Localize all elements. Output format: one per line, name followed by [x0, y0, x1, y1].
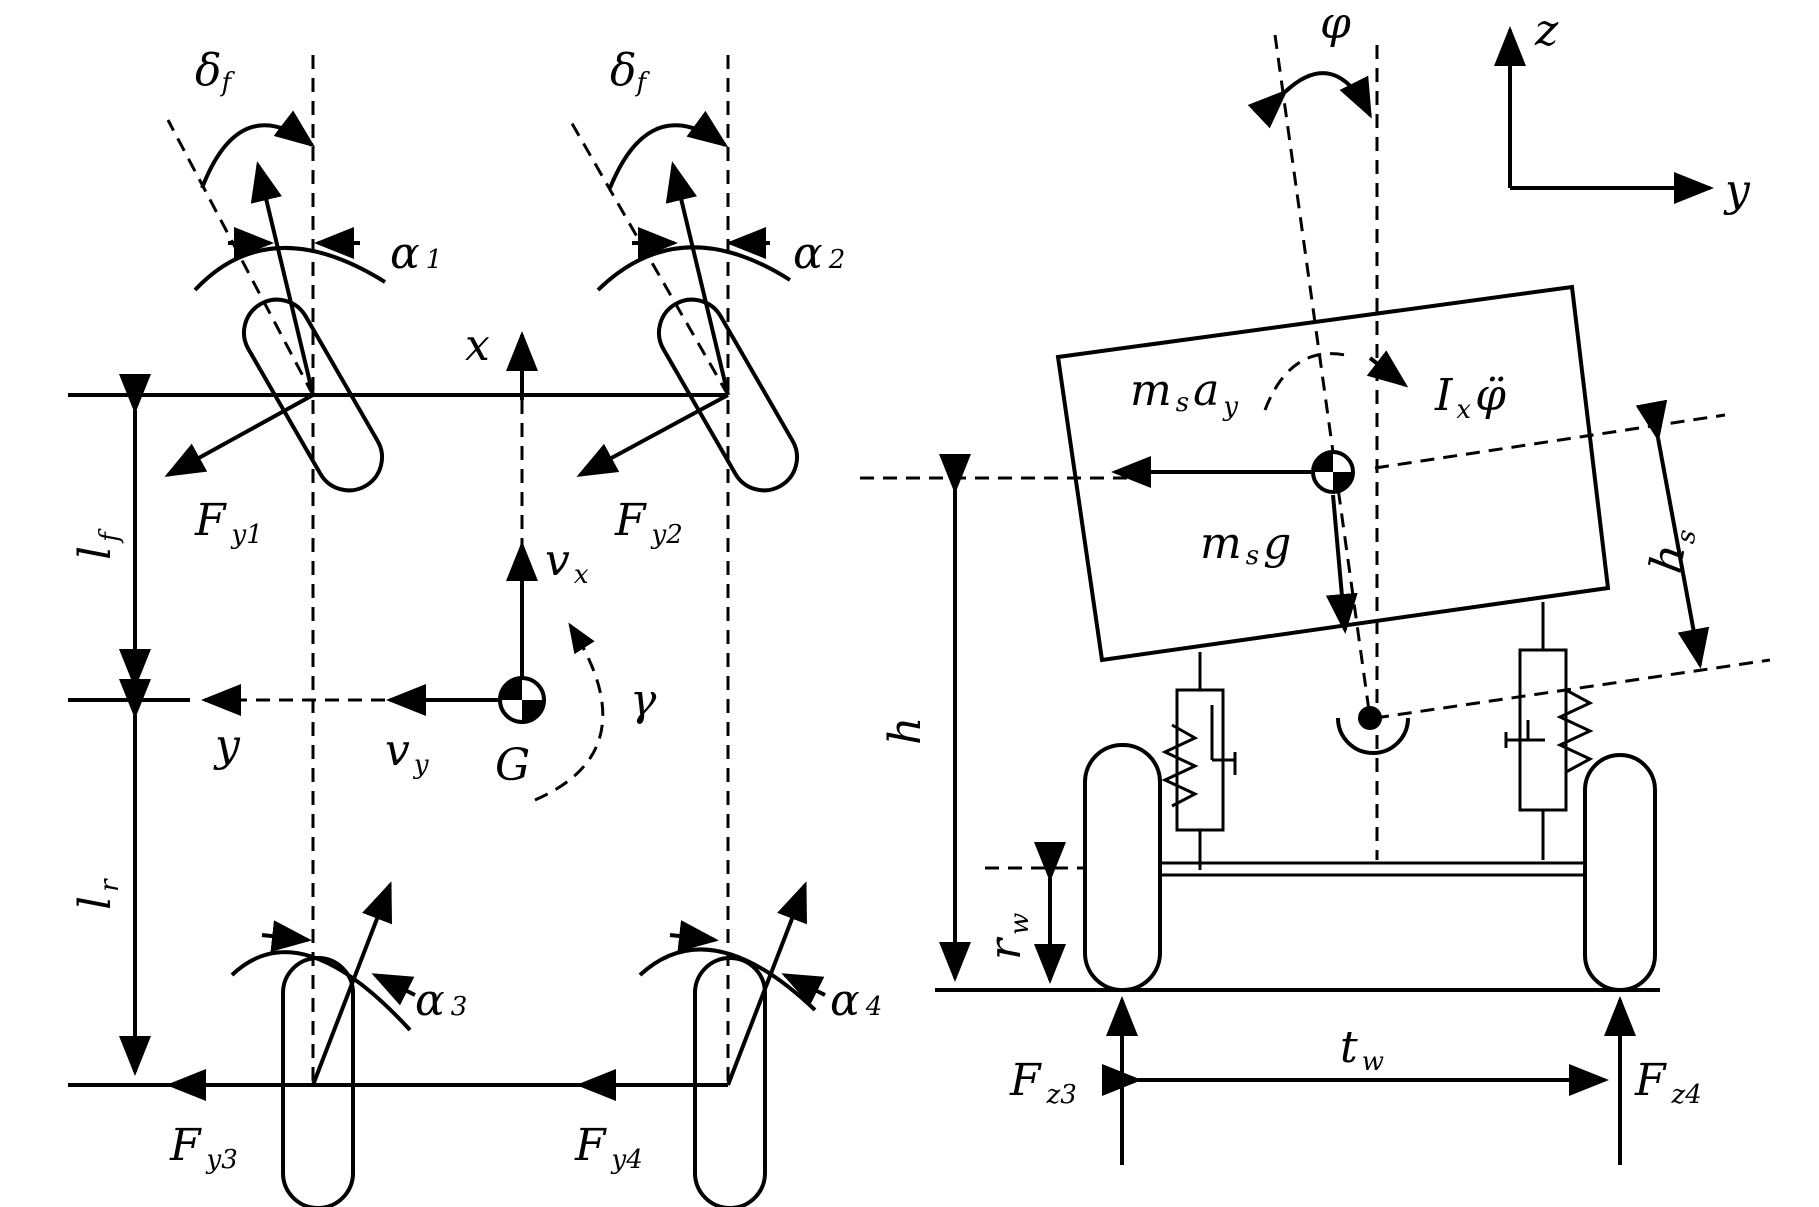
- cg-label: G: [495, 740, 530, 791]
- roll-angle-arc: [1247, 71, 1372, 129]
- roll-angle-label: φ: [1320, 0, 1351, 49]
- roll-center-joint: [1336, 706, 1410, 755]
- front-left-steer-dashed: [166, 119, 315, 396]
- roll-axis-line: [1273, 34, 1372, 719]
- rw-label: rw: [980, 913, 1035, 960]
- hs-dimension: [1635, 399, 1710, 669]
- rear-view-panel: z y φ: [860, 0, 1771, 1165]
- roll-inertia-arrowhead: [1366, 350, 1409, 388]
- y-axis-label-right: y: [1723, 165, 1751, 216]
- rear-left-velocity-arrow: [311, 881, 392, 1086]
- alpha2-arc: [596, 245, 792, 292]
- roll-inertia-arc: [1263, 352, 1346, 411]
- h-label: h: [880, 717, 931, 745]
- delta-f-label-1: δf: [195, 45, 236, 98]
- delta-f-label-2: δf: [610, 45, 651, 98]
- lf-label: lf: [70, 528, 125, 560]
- front-right-velocity-arrow: [665, 161, 730, 396]
- delta-f-arc-2: [608, 110, 729, 189]
- body-horizontal-dashed: [1374, 413, 1726, 470]
- sprung-mass-body: [1055, 284, 1611, 663]
- cg-symbol: [498, 676, 546, 724]
- alpha3-tick-in2: [371, 973, 416, 1006]
- alpha4-tick-in: [669, 920, 719, 952]
- lr-label: lr: [70, 878, 125, 910]
- rear-view-left-wheel: [1083, 743, 1162, 992]
- left-suspension: [1161, 652, 1237, 870]
- front-right-steer-dashed: [568, 119, 730, 396]
- alpha3-arc: [230, 950, 412, 1032]
- roll-center-dashed: [1374, 658, 1771, 720]
- fy1-force-arrow: [164, 393, 314, 477]
- rear-right-velocity-arrow: [726, 881, 807, 1086]
- alpha1-arc: [193, 246, 387, 292]
- msg-arrow: [1325, 494, 1358, 634]
- rear-view-right-wheel: [1583, 753, 1657, 992]
- delta-f-arc-1: [200, 110, 316, 189]
- right-suspension: [1504, 602, 1594, 860]
- yaw-rate-arc: [534, 622, 605, 802]
- rear-left-wheel: [281, 956, 355, 1207]
- hs-label: hs: [1641, 523, 1703, 578]
- y-axis-label-left: y: [213, 720, 241, 771]
- yaw-rate-label: γ: [630, 675, 657, 726]
- alpha3-tick-in: [261, 920, 312, 953]
- x-axis-label: x: [465, 320, 490, 371]
- z-axis-label: z: [1534, 5, 1559, 56]
- sprung-cg-symbol: [1311, 450, 1355, 494]
- fy2-force-arrow: [576, 393, 729, 477]
- alpha4-tick-in2: [781, 973, 826, 1006]
- front-left-velocity-arrow: [250, 161, 315, 396]
